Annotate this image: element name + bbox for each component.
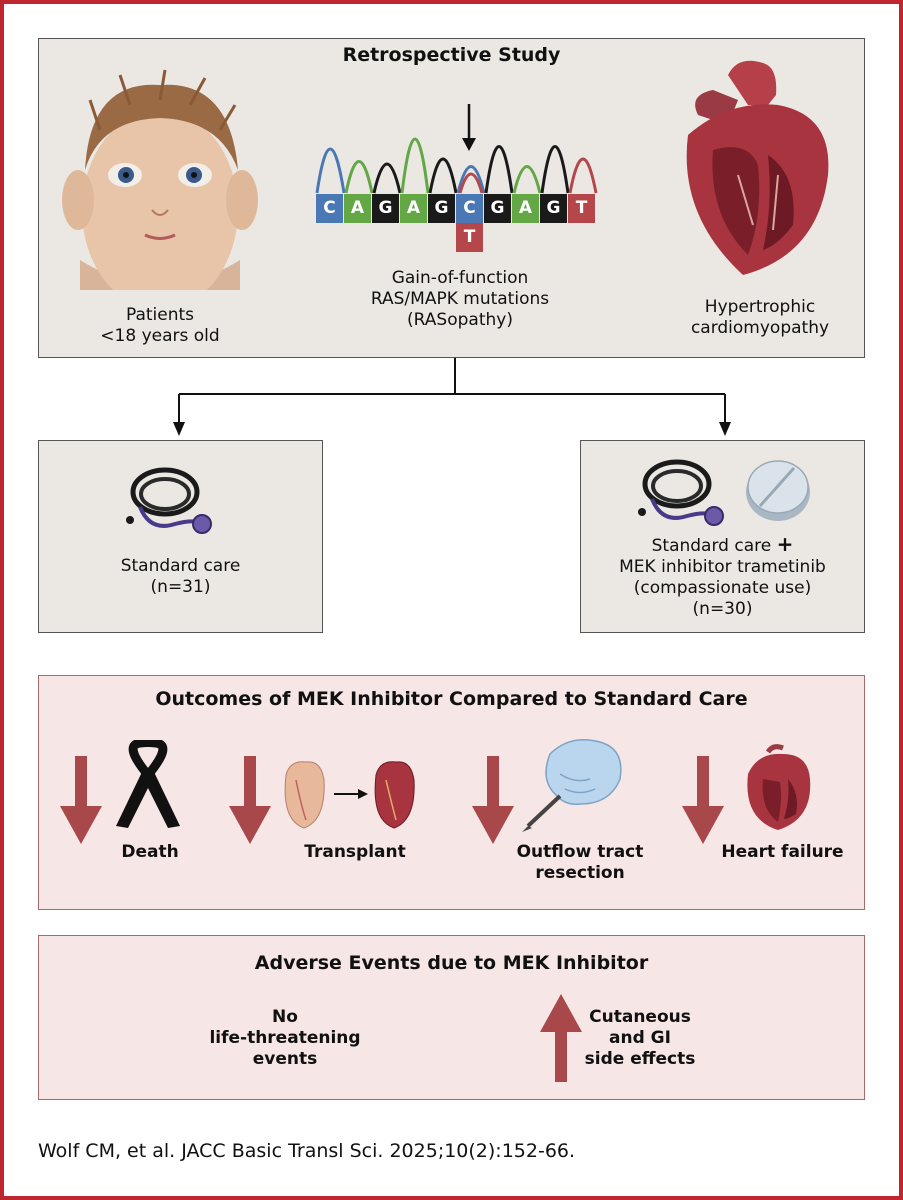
citation: Wolf CM, et al. JACC Basic Transl Sci. 2… (38, 1140, 576, 1162)
outcomes-title: Outcomes of MEK Inhibitor Compared to St… (155, 688, 748, 710)
mutant-base: T (456, 223, 483, 252)
sequence-base: A (400, 194, 427, 223)
side-effects-label: Cutaneous and GI side effects (584, 1007, 696, 1069)
down-arrow-icon (682, 756, 724, 844)
adverse-events-panel (38, 935, 865, 1100)
up-arrow-icon (540, 994, 582, 1082)
mutation-label: Gain-of-function RAS/MAPK mutations (RAS… (370, 268, 550, 330)
standard-care-label: Standard care (n=31) (120, 556, 241, 597)
sequence-base: A (344, 194, 371, 223)
outcome-heart-failure-label: Heart failure (721, 842, 844, 862)
sequence-base: G (372, 194, 399, 223)
study-title: Retrospective Study (342, 44, 561, 66)
sequence-base: G (484, 194, 511, 223)
adverse-events-title: Adverse Events due to MEK Inhibitor (254, 952, 649, 974)
heart-icon (747, 744, 811, 830)
sequence-base: G (428, 194, 455, 223)
down-arrow-icon (472, 756, 514, 844)
mutation-arrow-icon (462, 104, 476, 151)
patients-label: Patients <18 years old (100, 305, 220, 346)
sequence-base: T (568, 194, 595, 223)
outcome-death-label: Death (121, 842, 179, 862)
outcomes-panel (38, 675, 865, 910)
mek-arm-label: Standard care + MEK inhibitor trametinib… (619, 532, 826, 620)
scalpel-hand-icon (522, 739, 622, 832)
outcome-resection-label: Outflow tract resection (516, 842, 644, 883)
branch-connector (173, 358, 731, 436)
chromatogram (315, 137, 598, 194)
no-life-threatening-label: No life-threatening events (209, 1007, 361, 1069)
stethoscope-icon (126, 467, 212, 534)
sequence-base: C (456, 194, 483, 223)
stethoscope-icon (638, 459, 724, 526)
outcome-transplant-label: Transplant (304, 842, 406, 862)
hcm-label: Hypertrophic cardiomyopathy (690, 297, 830, 338)
child-illustration (62, 69, 258, 290)
down-arrow-icon (229, 756, 271, 844)
hcm-heart-illustration (686, 60, 829, 275)
ribbon-icon (116, 740, 180, 828)
heart-transplant-icon (284, 761, 415, 829)
mek-arm-panel (580, 440, 865, 633)
pill-icon (746, 460, 810, 521)
sequence-base: G (540, 194, 567, 223)
down-arrow-icon (60, 756, 102, 844)
sequence-base: A (512, 194, 539, 223)
sequence-base: C (316, 194, 343, 223)
